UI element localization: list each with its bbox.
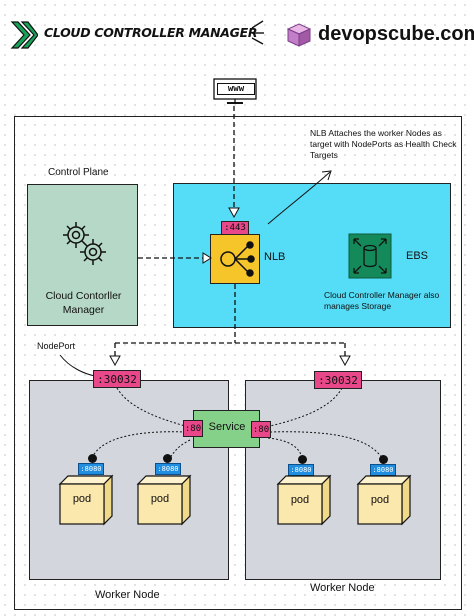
pod-cube-icon — [58, 474, 114, 526]
pod-label: pod — [72, 493, 92, 505]
ebs-label: EBS — [406, 250, 429, 262]
pod-label: pod — [290, 494, 310, 506]
nodeport-label: NodePort — [37, 341, 76, 351]
worker-node-left-label: Worker Node — [95, 589, 160, 601]
pod-label: pod — [370, 494, 390, 506]
pod-cube-icon — [276, 474, 332, 526]
endpoint-dot — [379, 455, 388, 464]
pod-label: pod — [150, 493, 170, 505]
internet-monitor: www — [213, 78, 257, 106]
nodeport-left: :30032 — [93, 370, 141, 388]
nlb — [210, 234, 260, 284]
gears-icon — [63, 222, 106, 265]
service-port-left: :80 — [183, 420, 203, 437]
cluster-boundary — [14, 116, 462, 610]
storage-note: Cloud Controller Manager also manages St… — [324, 290, 440, 311]
page-title: CLOUD CONTROLLER MANAGER — [44, 25, 258, 40]
pod-port: :8080 — [155, 463, 181, 475]
brand-name: devopscube.com — [318, 23, 474, 45]
ebs-volume-icon — [348, 233, 392, 279]
cube-logo-icon — [286, 23, 312, 47]
endpoint-dot — [298, 455, 307, 464]
service — [193, 410, 260, 448]
nlb-label: NLB — [264, 251, 286, 263]
sparkle-icon — [251, 20, 264, 45]
nlb-annotation: NLB Attaches the worker Nodes as target … — [310, 128, 457, 160]
nodeport-right: :30032 — [314, 371, 362, 389]
service-port-right: :80 — [251, 421, 271, 438]
pod-cube-icon — [356, 474, 412, 526]
pod-port: :8080 — [78, 463, 104, 475]
worker-node-right-label: Worker Node — [310, 582, 375, 594]
pod-cube-icon — [136, 474, 192, 526]
endpoint-dot — [88, 454, 97, 463]
nlb-port: :443 — [221, 221, 249, 235]
double-chevron-icon — [10, 21, 38, 49]
www-label: www — [217, 83, 255, 95]
cloud-provider: EBS Cloud Controller Manager also manage… — [173, 183, 451, 328]
ccm-label: Cloud Contorller Manager — [45, 290, 122, 316]
service-label: Service — [208, 421, 246, 433]
endpoint-dot — [163, 454, 172, 463]
control-plane: Cloud Contorller Manager — [27, 184, 138, 326]
header: CLOUD CONTROLLER MANAGER devopscube.com — [0, 0, 474, 70]
load-balancer-icon — [220, 241, 255, 277]
control-plane-label: Control Plane — [48, 167, 109, 178]
